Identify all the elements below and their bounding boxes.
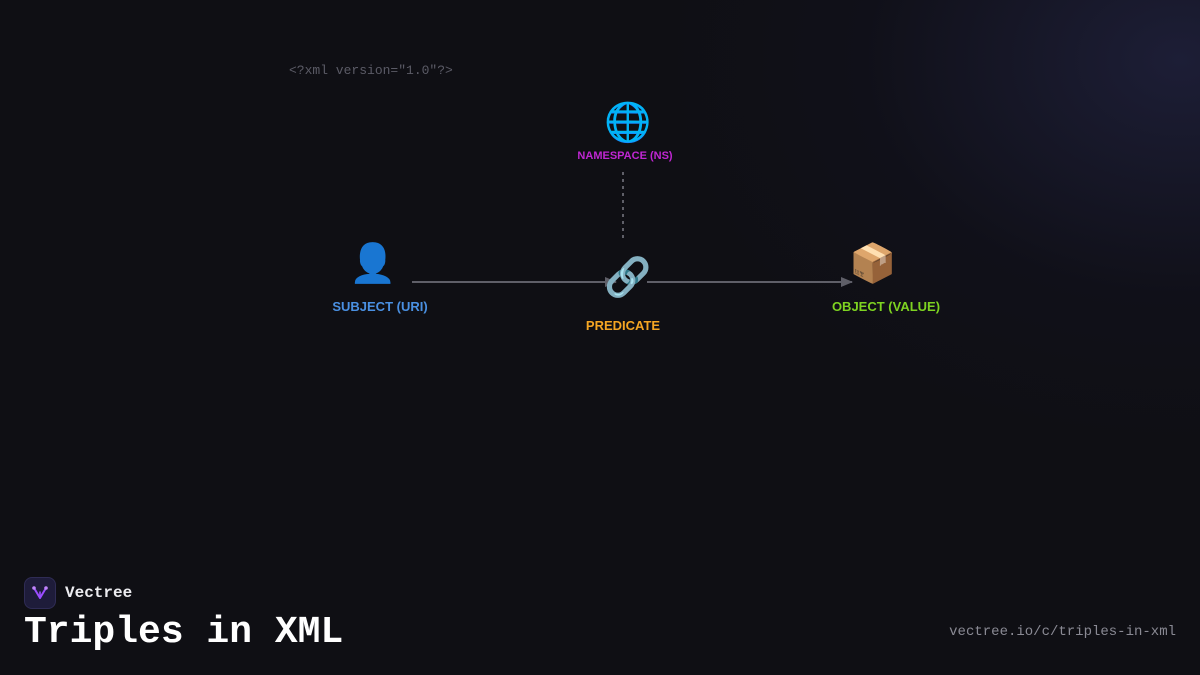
- predicate-label: PREDICATE: [585, 318, 661, 333]
- package-icon: 📦: [849, 241, 897, 285]
- page-title: Triples in XML: [24, 611, 344, 654]
- brand-name: Vectree: [65, 584, 133, 602]
- link-icon: 🔗: [604, 255, 652, 299]
- person-icon: 👤: [349, 241, 397, 285]
- xml-declaration: <?xml version="1.0"?>: [289, 63, 453, 78]
- globe-icon: 🌐: [604, 100, 652, 144]
- namespace-label: NAMESPACE (NS): [577, 150, 673, 162]
- vectree-logo-icon: [24, 577, 56, 609]
- brand: Vectree: [24, 577, 132, 609]
- object-label: OBJECT (VALUE): [831, 299, 941, 314]
- page-url: vectree.io/c/triples-in-xml: [949, 624, 1176, 640]
- subject-label: SUBJECT (URI): [332, 299, 428, 314]
